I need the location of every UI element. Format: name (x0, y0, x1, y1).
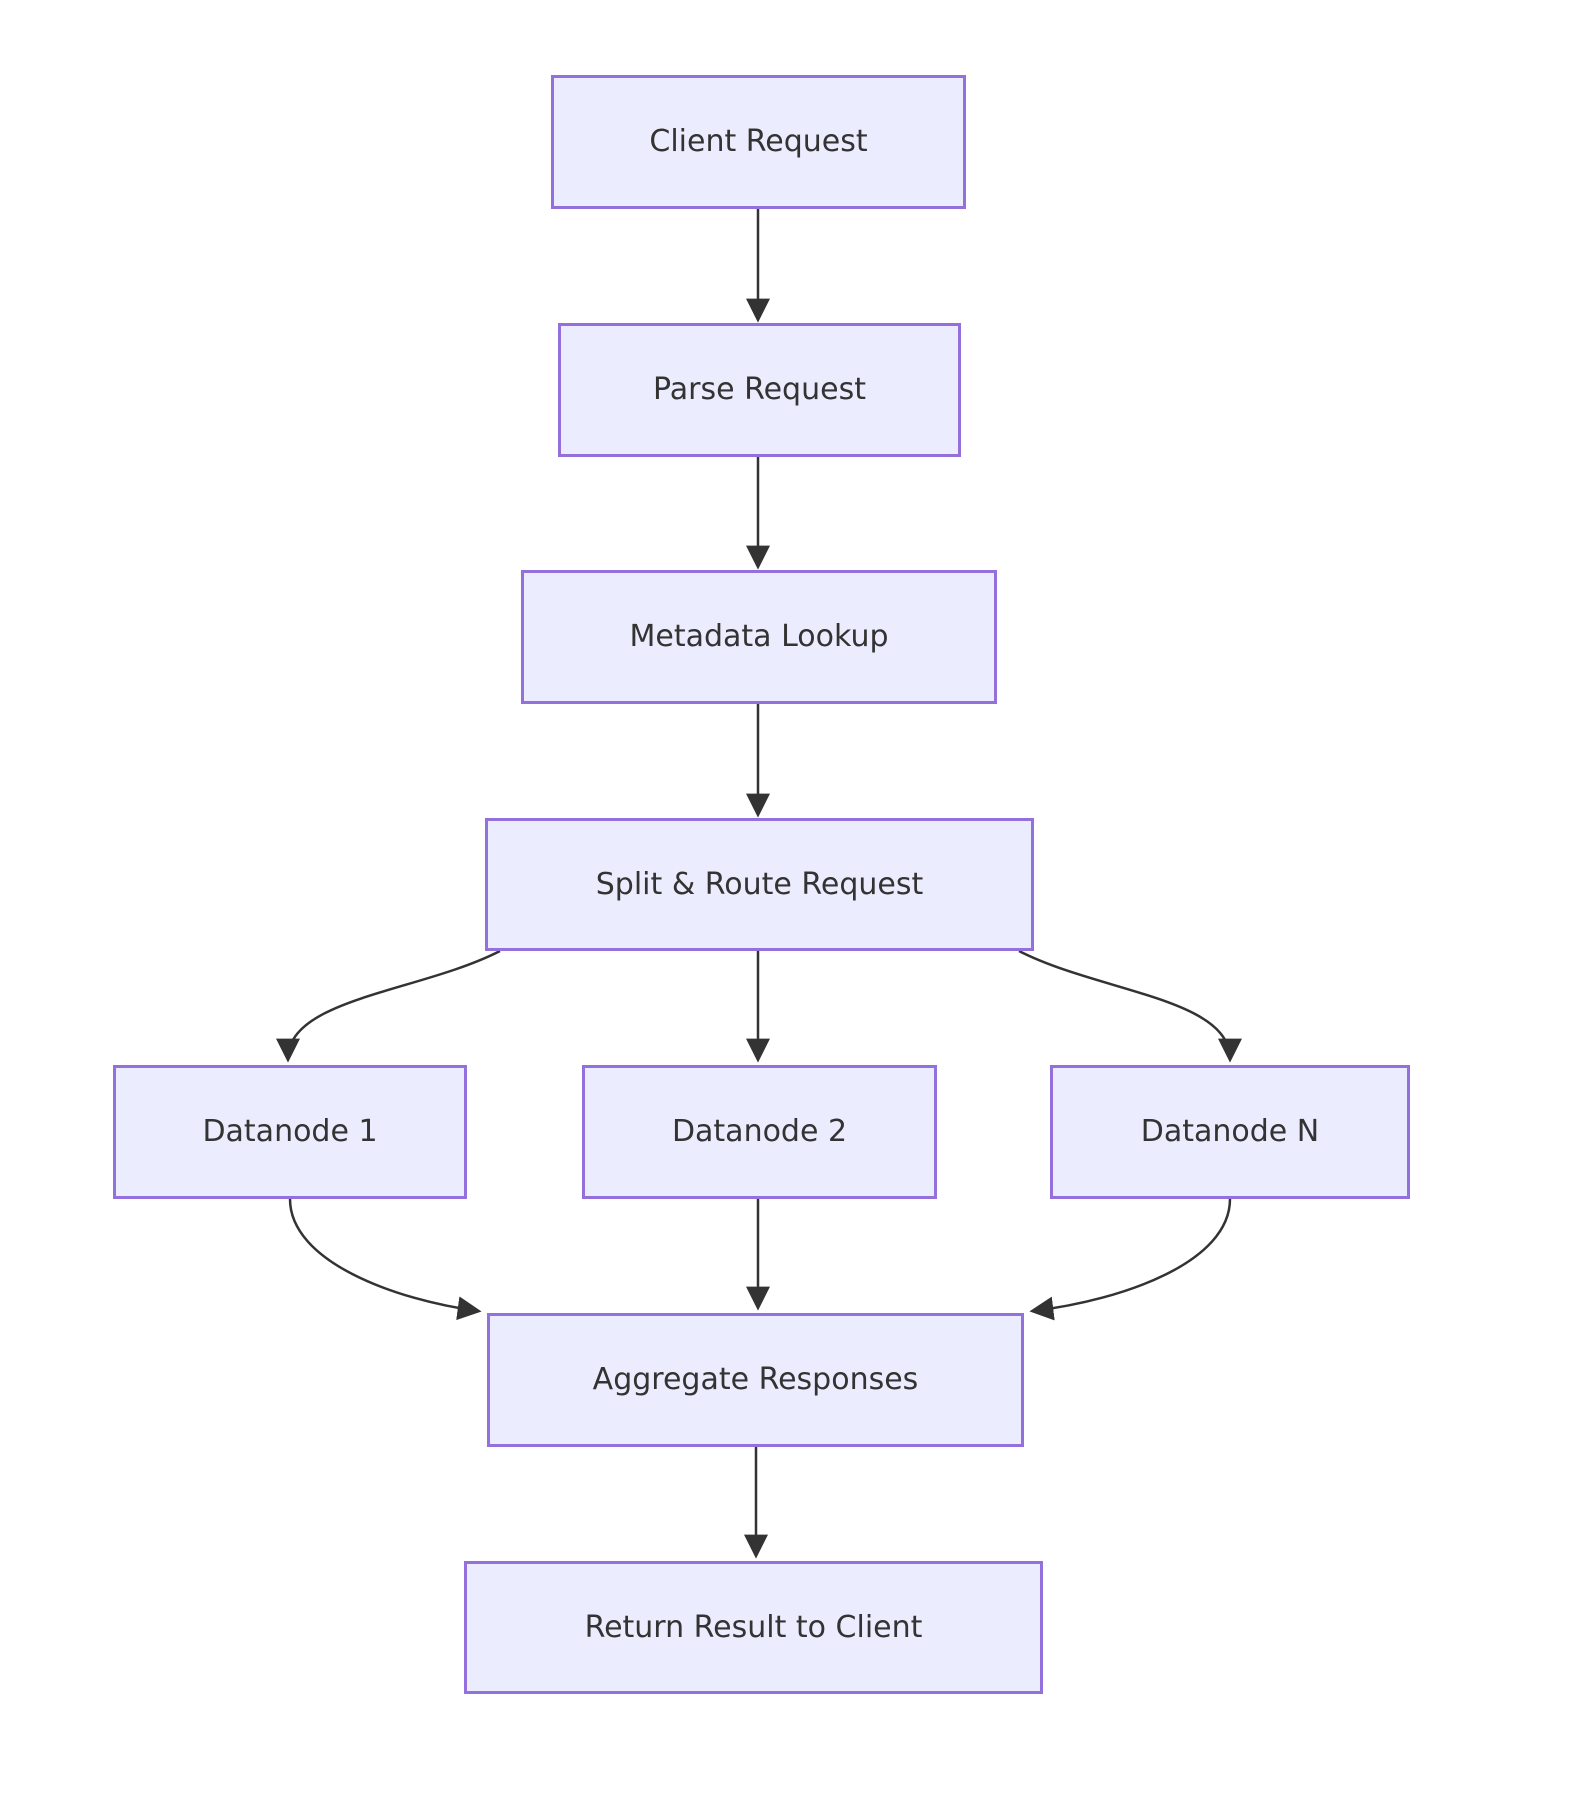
edge-datanode-n-to-aggregate (1029, 1198, 1232, 1321)
node-return-result-to-client: Return Result to Client (464, 1561, 1043, 1694)
node-label: Datanode 2 (671, 1114, 848, 1149)
node-label: Return Result to Client (584, 1609, 923, 1645)
node-label: Aggregate Responses (592, 1362, 919, 1397)
node-label: Parse Request (653, 372, 866, 407)
edge-split-to-datanode-1 (276, 949, 501, 1063)
node-label: Datanode N (1140, 1114, 1320, 1149)
node-metadata-lookup: Metadata Lookup (521, 570, 997, 704)
node-parse-request: Parse Request (558, 323, 961, 457)
node-label: Split & Route Request (595, 866, 924, 902)
node-label: Datanode 1 (202, 1114, 378, 1149)
node-client-request: Client Request (551, 75, 966, 209)
node-split-route-request: Split & Route Request (485, 818, 1034, 951)
edge-split-to-datanode-n (1018, 949, 1242, 1063)
node-label: Client Request (649, 124, 868, 159)
edge-datanode-1-to-aggregate (288, 1198, 482, 1321)
node-label: Metadata Lookup (629, 619, 889, 654)
node-aggregate-responses: Aggregate Responses (487, 1313, 1024, 1447)
node-datanode-2: Datanode 2 (582, 1065, 937, 1199)
node-datanode-1: Datanode 1 (113, 1065, 467, 1199)
node-datanode-n: Datanode N (1050, 1065, 1410, 1199)
